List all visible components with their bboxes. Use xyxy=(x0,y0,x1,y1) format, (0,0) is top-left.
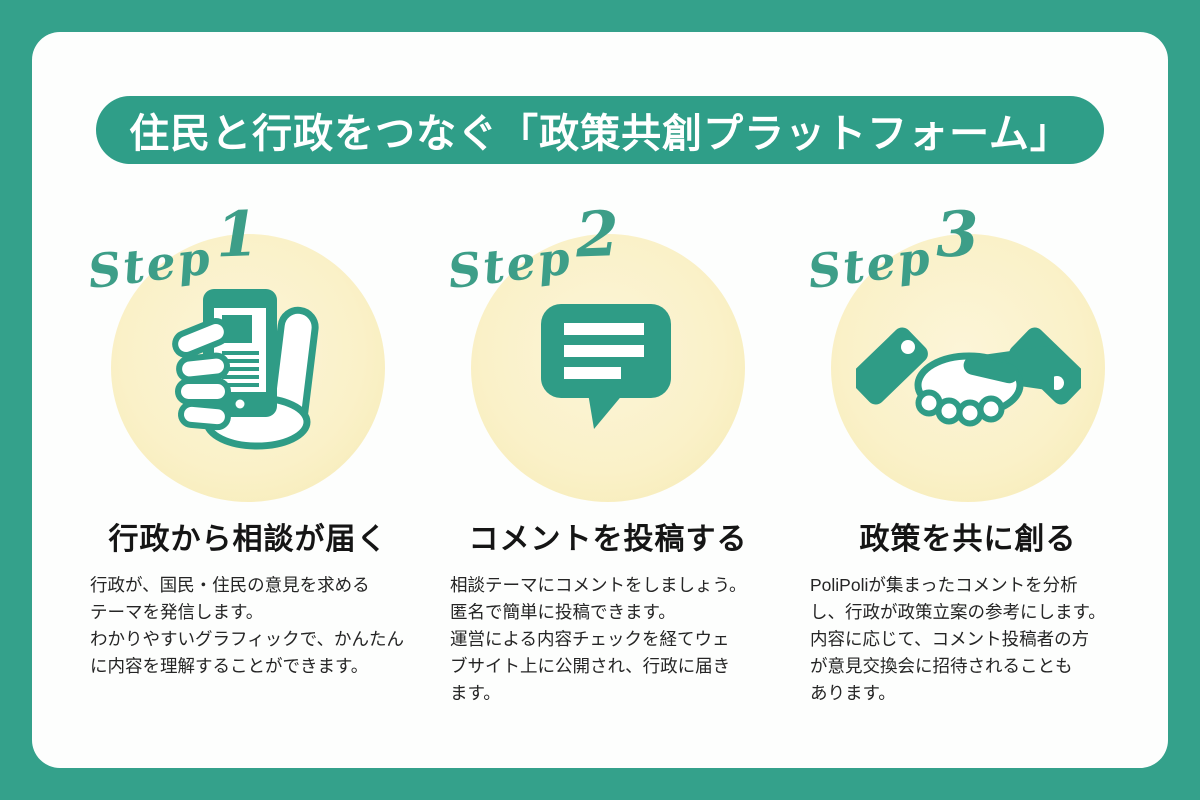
step-number: 1 xyxy=(214,197,261,272)
step-word: Step xyxy=(84,230,215,300)
step-number: 2 xyxy=(574,197,621,272)
handshake-icon xyxy=(855,327,1081,426)
step-word: Step xyxy=(804,230,935,300)
title-banner: 住民と行政をつなぐ「政策共創プラットフォーム」 xyxy=(96,96,1104,164)
step-number: 3 xyxy=(934,197,981,272)
step-3-icon-blob xyxy=(831,234,1105,502)
smartphone-in-hand-icon xyxy=(172,289,319,450)
content-card: 住民と行政をつなぐ「政策共創プラットフォーム」 Step1 xyxy=(32,32,1168,768)
page-title: 住民と行政をつなぐ「政策共創プラットフォーム」 xyxy=(129,112,1071,156)
speech-bubble-icon xyxy=(541,304,671,429)
step-1-icon-blob xyxy=(111,234,385,502)
step-3-heading: 政策を共に創る xyxy=(859,523,1077,556)
step-3-description: PoliPoliが集まったコメントを分析 し、行政が政策立案の参考にします。 内… xyxy=(810,575,1106,703)
step-word: Step xyxy=(444,230,575,300)
step-column-3: Step3 政策を xyxy=(804,197,1128,707)
step-column-2: Step2 コメントを投稿する 相談テーマにコメントをしましょう。 匿名で簡単に… xyxy=(444,197,768,707)
step-1-heading: 行政から相談が届く xyxy=(108,523,388,556)
step-column-1: Step1 xyxy=(84,197,408,707)
steps-row: Step1 xyxy=(84,197,1128,707)
step-2-heading: コメントを投稿する xyxy=(468,523,748,556)
step-2-icon-blob xyxy=(471,234,745,502)
step-1-description: 行政が、国民・住民の意見を求める テーマを発信します。 わかりやすいグラフィック… xyxy=(90,575,404,676)
step-2-description: 相談テーマにコメントをしましょう。 匿名で簡単に投稿できます。 運営による内容チ… xyxy=(450,575,747,703)
